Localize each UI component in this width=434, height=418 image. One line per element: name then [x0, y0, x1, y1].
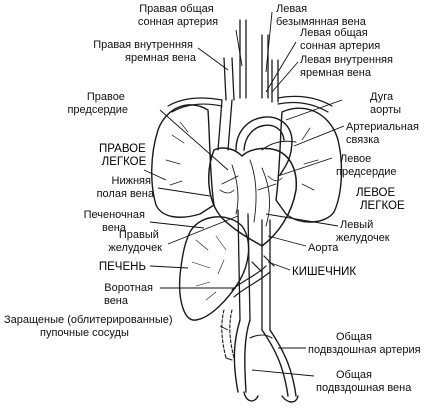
label-common-iliac-artery: Общая подвздошная артерия: [308, 331, 421, 356]
label-umbilical-vessels: Заращеные (облитерированные) пупочные со…: [4, 314, 176, 339]
portal-vein-vessel: [231, 265, 271, 298]
left-lung-shape: [275, 107, 343, 223]
label-portal-vein: Воротная вена: [104, 282, 156, 307]
illustration: [151, 19, 343, 403]
label-intestine: КИШЕЧНИК: [292, 266, 356, 278]
carotid-vessel: [239, 19, 247, 99]
label-left-internal-jugular: Левая внутренняя яремная вена: [300, 54, 396, 79]
labels: Правая общая сонная артерия Левая безымя…: [4, 3, 422, 394]
label-left-lung: ЛЕВОЕ ЛЕГКОЕ: [356, 187, 405, 212]
label-aortic-arch: Дуга аорты: [370, 91, 401, 116]
left-jugular-vessel: [261, 34, 269, 99]
label-inferior-vena-cava: Нижняя полая вена: [97, 175, 155, 200]
iliac-bifurcation: [233, 319, 299, 403]
label-left-atrium: Левое предсердие: [336, 153, 397, 178]
inferior-vena-cava-vessel: [237, 209, 251, 321]
label-left-ventricle: Левый желудочек: [336, 219, 390, 244]
aortic-arch-shape: [235, 116, 293, 176]
descending-aorta: [261, 219, 271, 331]
right-jugular-vessel: [223, 57, 235, 101]
left-neck-vessel: [271, 59, 279, 103]
label-common-iliac-vein: Общая подвздошная вена: [316, 369, 412, 394]
label-right-atrium: Правое предсердие: [67, 91, 128, 116]
heart-shape: [208, 147, 298, 247]
leader-lines: [143, 11, 345, 377]
label-right-ventricle: Правый желудочек: [108, 229, 162, 254]
liver-shape: [178, 216, 250, 321]
label-right-internal-jugular: Правая внутренняя яремная вена: [93, 39, 197, 64]
label-left-common-carotid: Левая общая сонная артерия: [300, 27, 380, 52]
label-right-common-carotid: Правая общая сонная артерия: [138, 3, 218, 28]
right-lung-shape: [151, 104, 215, 218]
umbilical-vessels-shape: [221, 309, 235, 359]
intestine-vessel: [251, 255, 275, 273]
label-hepatic-vein: Печеночная вена: [84, 209, 148, 234]
label-right-lung: ПРАВОЕ ЛЕГКОЕ: [99, 143, 149, 168]
label-aorta: Аорта: [308, 242, 339, 254]
label-left-brachiocephalic-vein: Левая безымянная вена: [276, 3, 367, 28]
label-arterial-ligament: Артериальная связка: [346, 121, 422, 146]
superior-vena-cava: [217, 99, 233, 151]
label-liver: ПЕЧЕНЬ: [99, 261, 146, 273]
